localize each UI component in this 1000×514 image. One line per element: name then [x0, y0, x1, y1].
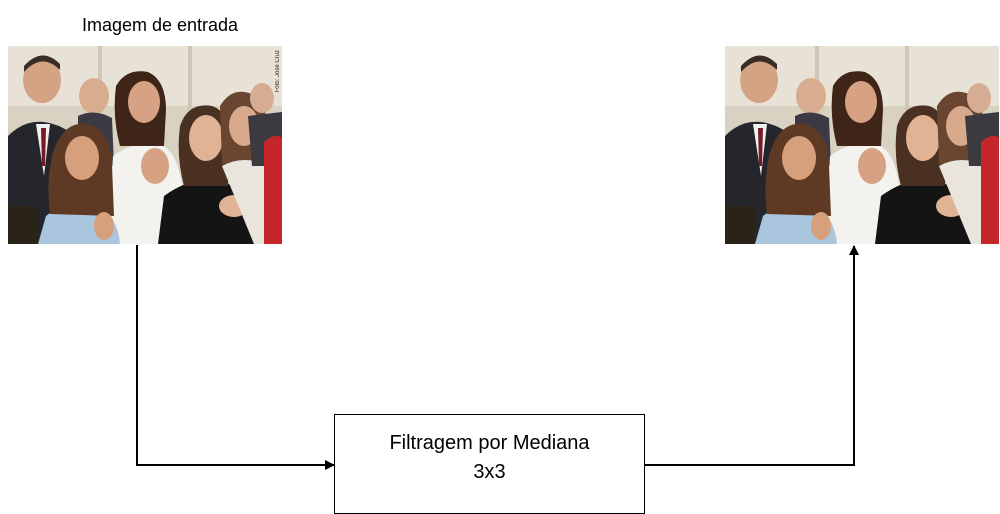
arrow-input-to-filter	[136, 245, 335, 470]
filter-label-line2: 3x3	[473, 461, 506, 483]
arrow-filter-to-output	[645, 245, 859, 466]
input-image-label: Imagem de entrada	[81, 15, 239, 35]
median-filter-box: Filtragem por Mediana 3x3	[334, 414, 645, 514]
filter-label-line1: Filtragem por Mediana	[389, 432, 590, 454]
